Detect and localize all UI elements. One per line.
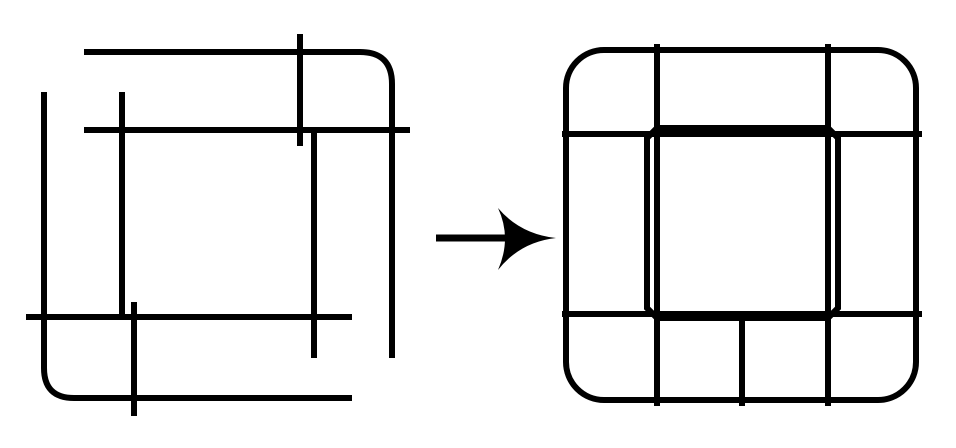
right-panel-assembled-frame	[562, 44, 922, 406]
left-top-corner-joint	[300, 127, 317, 142]
left-top-rounded-stroke	[84, 49, 395, 358]
left-bottom-rounded-stroke	[41, 92, 352, 401]
right-inner-chamfered-square	[644, 125, 841, 321]
arrow-head	[498, 208, 556, 270]
left-panel-scattered-strokes	[26, 34, 410, 416]
left-bottom-corner-joint	[119, 306, 134, 320]
transformation-arrow	[436, 208, 556, 270]
